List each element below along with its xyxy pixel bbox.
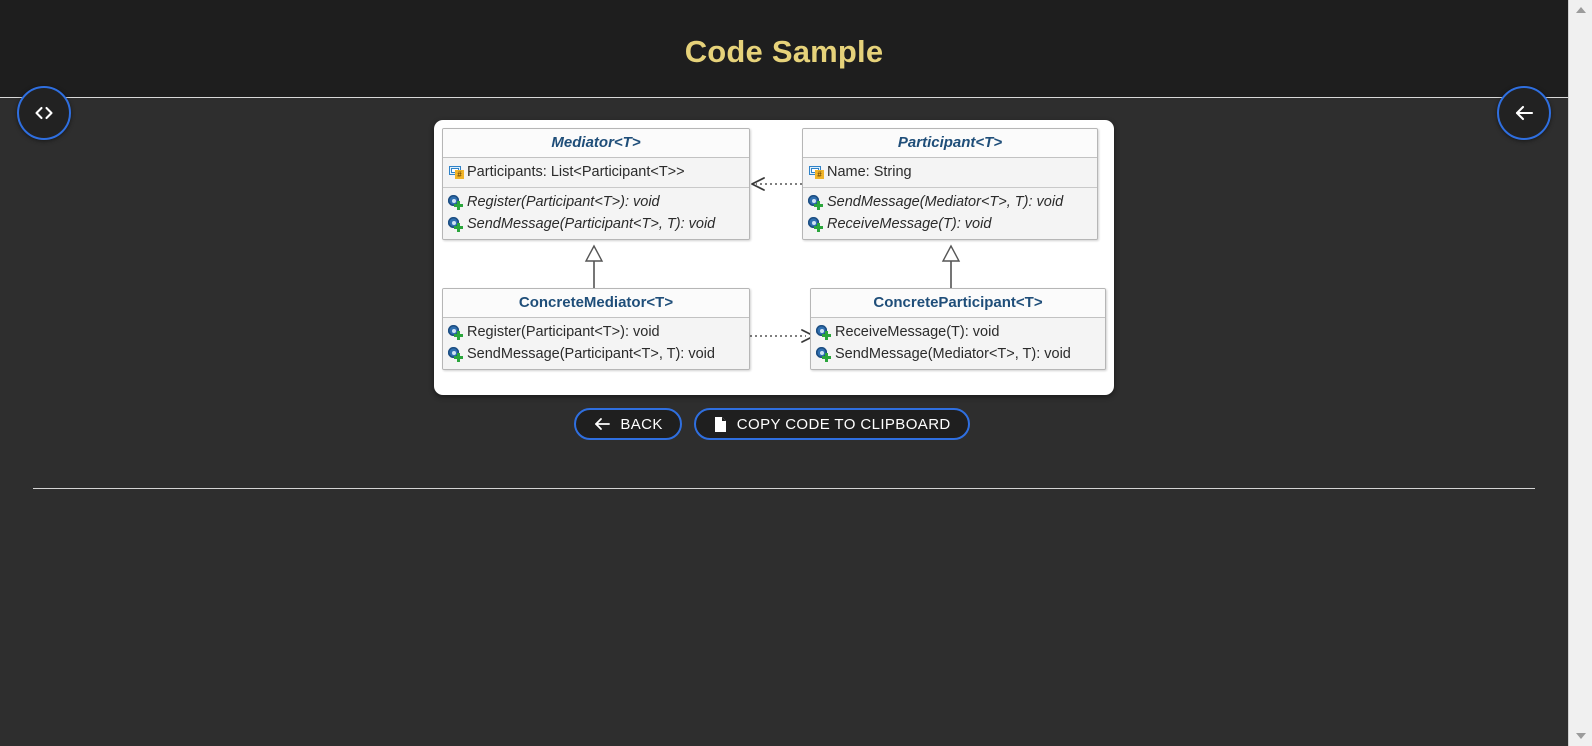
method-icon: [816, 324, 832, 340]
uml-methods-section: Register(Participant<T>): void SendMessa…: [443, 187, 749, 239]
uml-method-row: SendMessage(Participant<T>, T): void: [443, 213, 749, 235]
action-button-row: BACK COPY CODE TO CLIPBOARD: [0, 408, 1544, 440]
vertical-scrollbar[interactable]: [1568, 0, 1592, 746]
page-content: Mediator<T> # Participants: List<Partici…: [0, 98, 1568, 746]
uml-methods-section: Register(Participant<T>): void SendMessa…: [443, 318, 749, 369]
scroll-down-button[interactable]: [1569, 726, 1592, 746]
uml-method-row: SendMessage(Mediator<T>, T): void: [811, 343, 1105, 365]
uml-member-text: ReceiveMessage(T): void: [827, 216, 992, 232]
uml-class-title: Participant<T>: [803, 129, 1097, 158]
chevron-up-icon: [1576, 7, 1586, 13]
uml-class-participant[interactable]: Participant<T> # Name: String: [802, 128, 1098, 240]
uml-method-row: Register(Participant<T>): void: [443, 321, 749, 343]
uml-fields-section: # Participants: List<Participant<T>>: [443, 158, 749, 187]
uml-class-concrete-mediator[interactable]: ConcreteMediator<T> Register(Participant…: [442, 288, 750, 370]
method-icon: [808, 194, 824, 210]
uml-field-row: # Participants: List<Participant<T>>: [443, 161, 749, 183]
copy-code-button-label: COPY CODE TO CLIPBOARD: [736, 415, 951, 433]
relation-concretemediator-to-concreteparticipant: [750, 329, 815, 343]
method-icon: [448, 216, 464, 232]
page-header: Code Sample: [0, 0, 1568, 98]
code-brackets-icon: [33, 105, 55, 121]
uml-diagram: Mediator<T> # Participants: List<Partici…: [434, 120, 1114, 395]
uml-field-row: # Name: String: [803, 161, 1097, 183]
uml-fields-section: # Name: String: [803, 158, 1097, 187]
uml-method-row: ReceiveMessage(T): void: [811, 321, 1105, 343]
uml-member-text: SendMessage(Mediator<T>, T): void: [835, 346, 1071, 362]
code-view-button[interactable]: [17, 86, 71, 140]
scroll-up-button[interactable]: [1569, 0, 1592, 20]
method-icon: [448, 346, 464, 362]
method-icon: [448, 324, 464, 340]
arrow-left-icon: [1512, 104, 1536, 122]
arrow-left-icon: [593, 417, 611, 431]
method-icon: [816, 346, 832, 362]
page-title: Code Sample: [684, 34, 884, 69]
section-divider: [33, 488, 1535, 489]
uml-member-text: ReceiveMessage(T): void: [835, 324, 1000, 340]
uml-diagram-panel: Mediator<T> # Participants: List<Partici…: [434, 120, 1114, 395]
copy-file-icon: [713, 416, 728, 433]
back-button[interactable]: BACK: [574, 408, 682, 440]
copy-code-button[interactable]: COPY CODE TO CLIPBOARD: [693, 408, 970, 440]
field-icon: #: [448, 164, 464, 180]
uml-method-row: SendMessage(Mediator<T>, T): void: [803, 191, 1097, 213]
uml-member-text: Register(Participant<T>): void: [467, 194, 660, 210]
uml-method-row: SendMessage(Participant<T>, T): void: [443, 343, 749, 365]
uml-class-title: ConcreteParticipant<T>: [811, 289, 1105, 318]
uml-member-text: Register(Participant<T>): void: [467, 324, 660, 340]
method-icon: [448, 194, 464, 210]
uml-member-text: SendMessage(Participant<T>, T): void: [467, 216, 716, 232]
uml-class-title: Mediator<T>: [443, 129, 749, 158]
chevron-down-icon: [1576, 733, 1586, 739]
relation-participant-to-mediator: [751, 177, 802, 191]
uml-method-row: ReceiveMessage(T): void: [803, 213, 1097, 235]
uml-class-concrete-participant[interactable]: ConcreteParticipant<T> ReceiveMessage(T)…: [810, 288, 1106, 370]
method-icon: [808, 216, 824, 232]
uml-member-text: Participants: List<Participant<T>>: [467, 164, 685, 180]
back-button-label: BACK: [620, 415, 663, 433]
uml-member-text: SendMessage(Mediator<T>, T): void: [827, 194, 1064, 210]
uml-member-text: SendMessage(Participant<T>, T): void: [467, 346, 715, 362]
uml-member-text: Name: String: [827, 164, 912, 180]
uml-methods-section: ReceiveMessage(T): void SendMessage(Medi…: [811, 318, 1105, 369]
uml-class-title: ConcreteMediator<T>: [443, 289, 749, 318]
uml-method-row: Register(Participant<T>): void: [443, 191, 749, 213]
uml-class-mediator[interactable]: Mediator<T> # Participants: List<Partici…: [442, 128, 750, 240]
field-icon: #: [808, 164, 824, 180]
back-fab-button[interactable]: [1497, 86, 1551, 140]
uml-methods-section: SendMessage(Mediator<T>, T): void Receiv…: [803, 187, 1097, 239]
